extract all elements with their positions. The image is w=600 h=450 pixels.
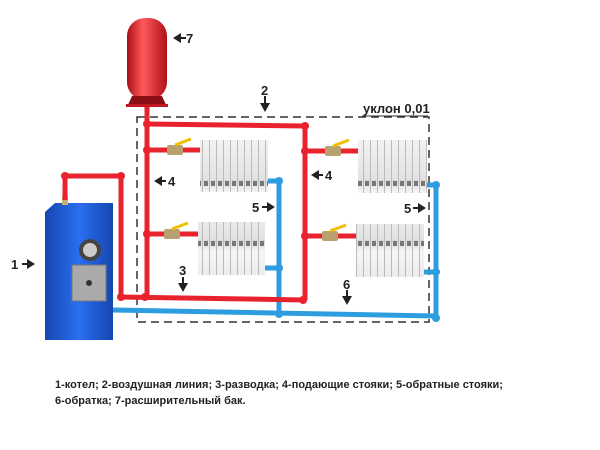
arrow-right-icon: [267, 202, 275, 212]
radiator: [198, 222, 265, 275]
valve-icon: [325, 138, 350, 156]
arrow-right-icon: [27, 259, 35, 269]
label-return-line: 6: [343, 277, 350, 292]
arrow-left-icon: [311, 170, 319, 180]
diagram-canvas: 7 2 уклон 0,01 4 4 5 5 3 6 1: [11, 18, 440, 340]
arrow-down-icon: [342, 296, 352, 305]
legend-caption: 1-котел; 2-воздушная линия; 3-разводка; …: [55, 377, 585, 409]
slope-zone-outline: [136, 116, 430, 323]
arrow-left-icon: [154, 176, 162, 186]
radiator: [200, 140, 268, 192]
valve-icon: [167, 137, 192, 155]
valve-icon: [164, 221, 189, 239]
arrow-down-icon: [178, 283, 188, 292]
label-return-riser-right: 5: [404, 201, 411, 216]
radiators: [198, 140, 427, 277]
label-return-riser-left: 5: [252, 200, 259, 215]
radiator: [358, 140, 427, 193]
boiler: [45, 196, 113, 340]
arrow-right-icon: [418, 203, 426, 213]
label-supply-riser-left: 4: [168, 174, 176, 189]
valve-icons: [164, 137, 350, 241]
return-joints: [275, 177, 440, 322]
label-supply-riser-right: 4: [325, 168, 333, 183]
expansion-tank: [126, 18, 168, 107]
arrow-icons: [22, 33, 426, 305]
caption-line: 6-обратка; 7-расширительный бак.: [55, 395, 246, 407]
valve-icon: [322, 223, 347, 241]
arrow-left-icon: [173, 33, 181, 43]
radiator: [356, 224, 424, 277]
arrow-down-icon: [260, 103, 270, 112]
label-air-line: 2: [261, 83, 268, 98]
label-expansion-tank: 7: [186, 31, 193, 46]
slope-label: уклон 0,01: [363, 101, 430, 116]
label-boiler: 1: [11, 257, 18, 272]
supply-joints: [61, 120, 309, 304]
label-distribution: 3: [179, 263, 186, 278]
caption-line: 1-котел; 2-воздушная линия; 3-разводка; …: [55, 379, 503, 391]
